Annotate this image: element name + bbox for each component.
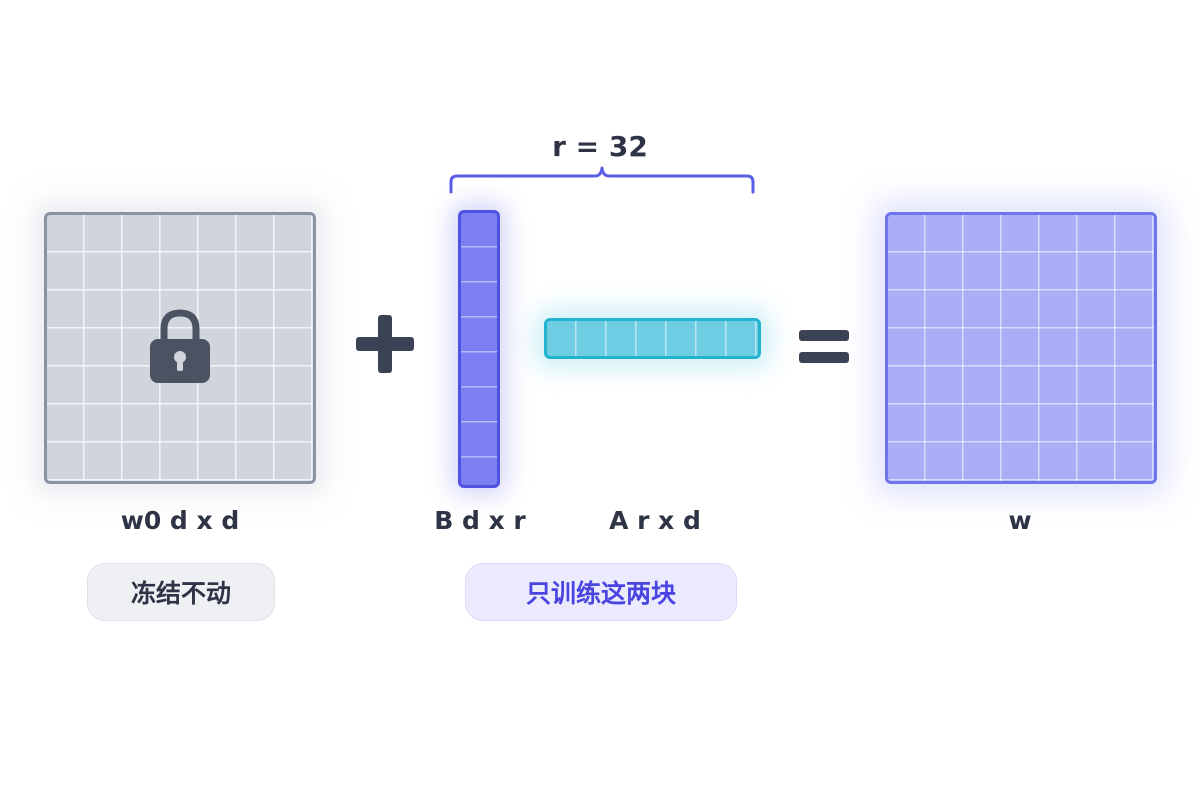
train-badge: 只训练这两块: [465, 563, 737, 621]
label-w: w: [1008, 506, 1032, 535]
label-a: A r x d: [609, 506, 701, 535]
equals-icon: [799, 330, 849, 363]
lock-icon: [150, 309, 210, 383]
rank-bracket: [449, 166, 755, 194]
frozen-badge-text: 冻结不动: [130, 579, 231, 608]
matrix-a: [544, 318, 761, 359]
matrix-b: [458, 210, 500, 488]
train-badge-text: 只训练这两块: [525, 579, 676, 608]
matrix-w: [885, 212, 1157, 484]
frozen-badge: 冻结不动: [87, 563, 275, 621]
label-b: B d x r: [434, 506, 526, 535]
plus-icon: [356, 315, 414, 373]
label-w0: w0 d x d: [120, 506, 240, 535]
rank-label: r = 32: [552, 130, 648, 163]
